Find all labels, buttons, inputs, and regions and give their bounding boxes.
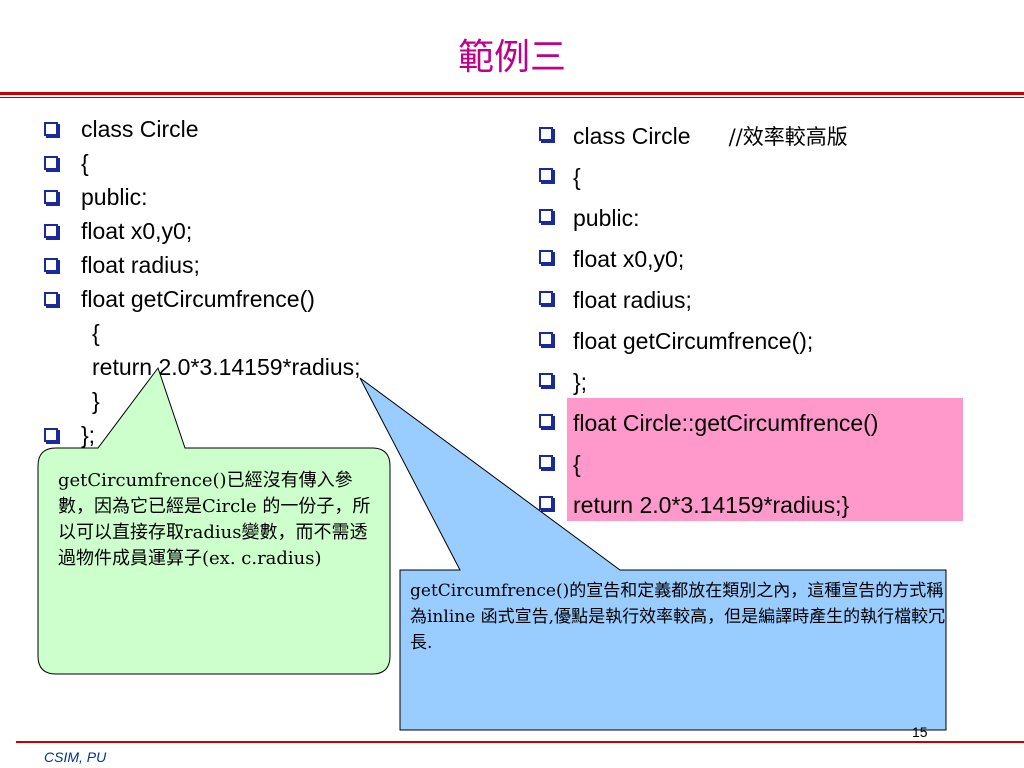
bottom-divider <box>16 741 1024 743</box>
code-line: return 2.0*3.14159*radius;} <box>535 487 878 528</box>
top-divider-thin <box>0 97 1024 98</box>
green-callout-text: getCircumfrence()已經沒有傳入參數，因為它已經是Circle 的… <box>58 470 371 569</box>
code-line: float getCircumfrence() <box>40 282 361 316</box>
code-line: float getCircumfrence(); <box>535 323 878 364</box>
checkbox-bullet-icon <box>44 190 58 204</box>
checkbox-bullet-icon <box>44 224 58 238</box>
code-line: float radius; <box>40 248 361 282</box>
code-line: float radius; <box>535 282 878 323</box>
checkbox-bullet-icon <box>44 122 58 136</box>
left-code-listing: class Circle { public: float x0,y0; floa… <box>40 112 361 452</box>
code-line: }; <box>40 418 361 452</box>
checkbox-bullet-icon <box>539 209 553 223</box>
code-line-indented: } <box>92 388 100 414</box>
checkbox-bullet-icon <box>539 455 553 469</box>
code-line: { <box>535 446 878 487</box>
code-line: float x0,y0; <box>535 241 878 282</box>
green-callout-bubble <box>37 366 391 675</box>
checkbox-bullet-icon <box>44 258 58 272</box>
code-line: class Circle <box>40 112 361 146</box>
checkbox-bullet-icon <box>539 168 553 182</box>
code-line: float Circle::getCircumfrence() <box>535 405 878 446</box>
footer-label: CSIM, PU <box>44 749 107 765</box>
checkbox-bullet-icon <box>539 250 553 264</box>
checkbox-bullet-icon <box>539 373 553 387</box>
code-line: class Circle//效率較高版 <box>535 118 878 159</box>
code-line: { <box>535 159 878 200</box>
checkbox-bullet-icon <box>539 496 553 510</box>
checkbox-bullet-icon <box>44 292 58 306</box>
code-line: }; <box>535 364 878 405</box>
code-comment: //效率較高版 <box>728 125 848 149</box>
code-line: public: <box>535 200 878 241</box>
page-number: 15 <box>912 724 928 740</box>
checkbox-bullet-icon <box>539 332 553 346</box>
code-line-indented: { <box>92 320 100 346</box>
top-divider <box>0 92 1024 95</box>
code-line: public: <box>40 180 361 214</box>
blue-callout-bubble <box>359 377 947 731</box>
blue-callout-text: getCircumfrence()的宣告和定義都放在類別之內，這種宣告的方式稱為… <box>410 581 946 653</box>
code-highlight <box>567 398 963 521</box>
checkbox-bullet-icon <box>539 414 553 428</box>
checkbox-bullet-icon <box>539 127 553 141</box>
code-line-indented: return 2.0*3.14159*radius; <box>92 354 361 380</box>
slide-title: 範例三 <box>457 37 566 78</box>
code-line: { <box>40 146 361 180</box>
code-line: float x0,y0; <box>40 214 361 248</box>
checkbox-bullet-icon <box>539 291 553 305</box>
right-code-listing: class Circle//效率較高版 { public: float x0,y… <box>535 118 878 528</box>
checkbox-bullet-icon <box>44 428 58 442</box>
checkbox-bullet-icon <box>44 156 58 170</box>
